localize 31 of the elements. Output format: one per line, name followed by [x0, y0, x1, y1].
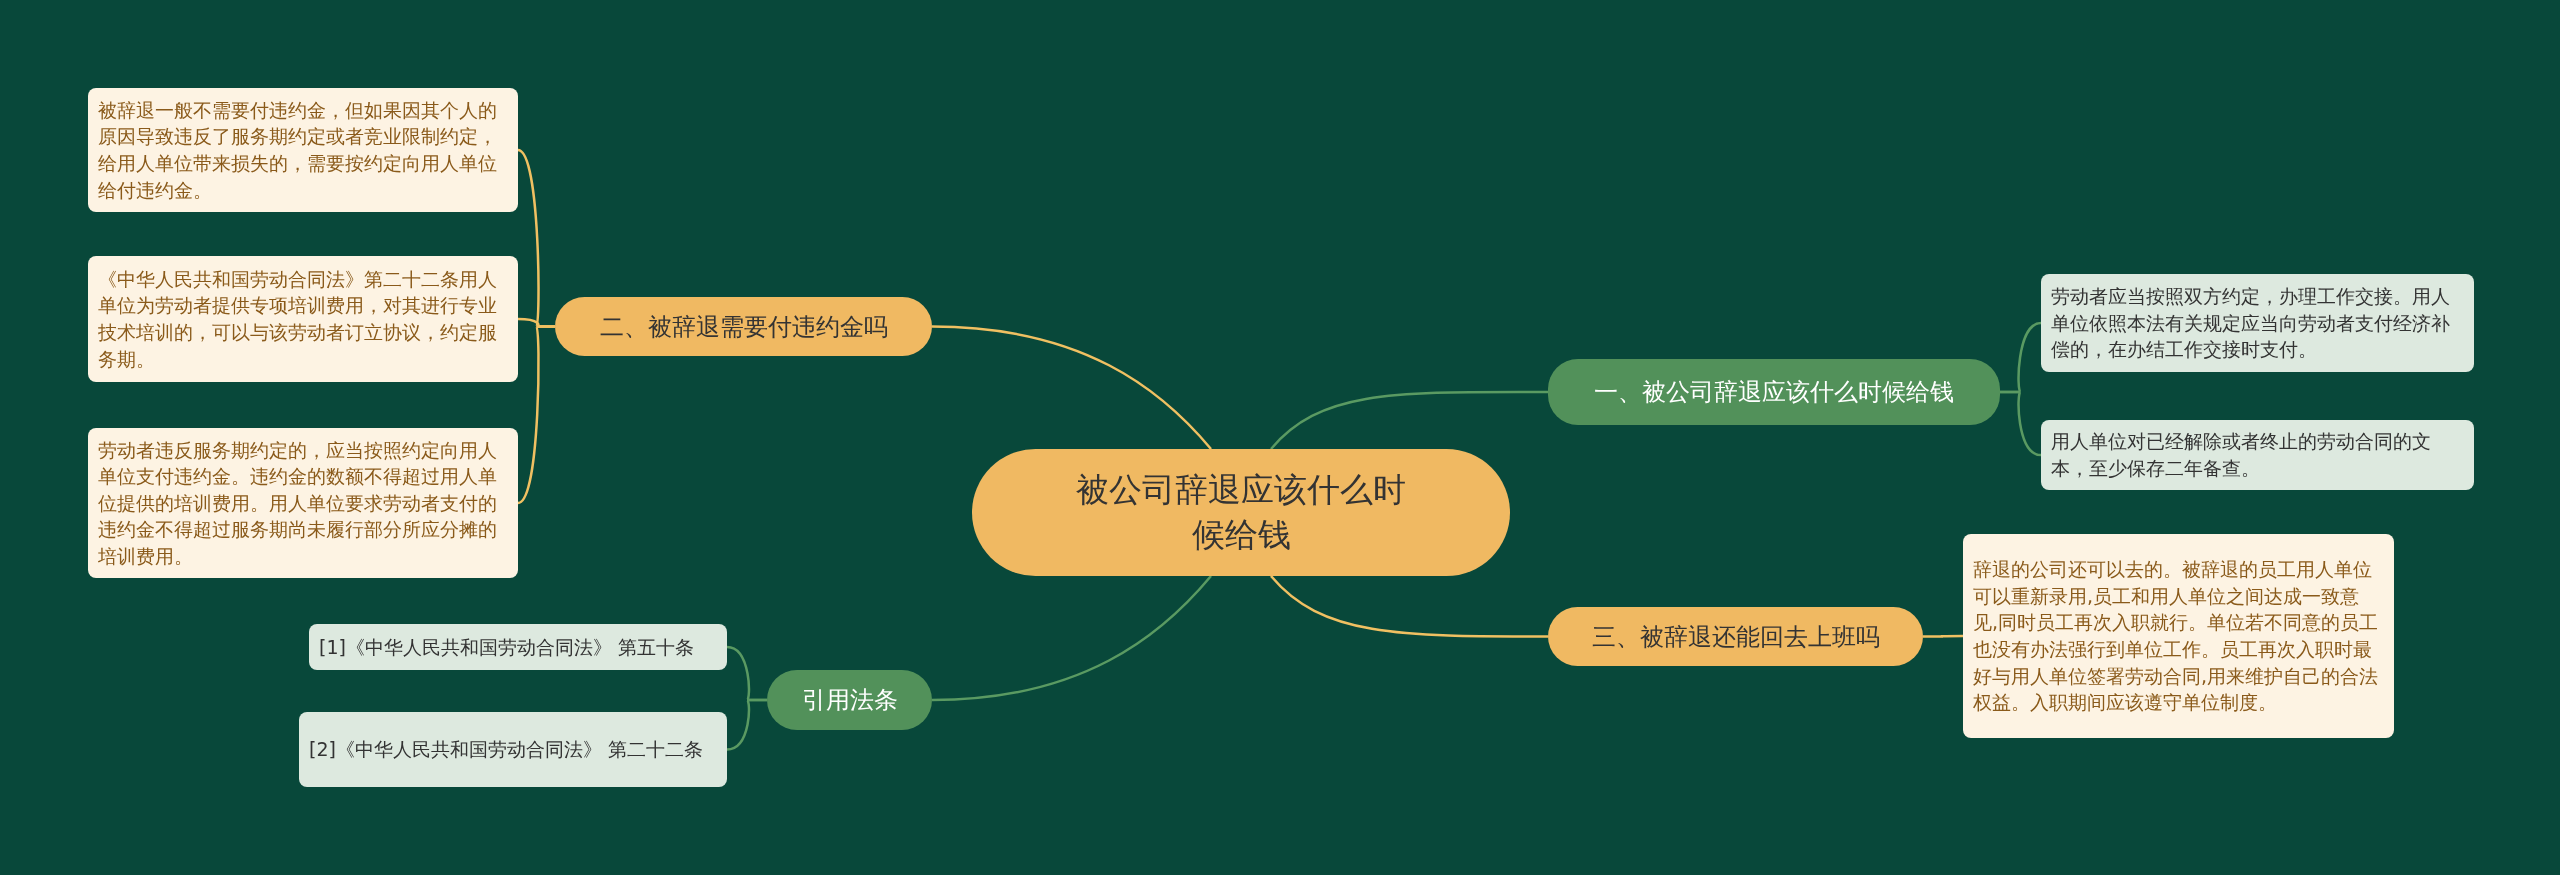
- node-text: 用人单位对已经解除或者终止的劳动合同的文本，至少保存二年备查。: [2051, 429, 2432, 481]
- note-card: [299, 712, 727, 787]
- node-text: 一、被公司辞退应该什么时候给钱: [1594, 377, 1954, 408]
- node-text: 被辞退一般不需要付违约金，但如果因其个人的原因导致违反了服务期约定或者竞业限制约定，给用人单位带来损失的，需要按约定向用人单位给付违约金。: [98, 97, 498, 203]
- node-text: [2]《中华人民共和国劳动合同法》 第二十二条: [309, 737, 703, 763]
- connector-line: [1270, 575, 1548, 638]
- note-card: [88, 88, 518, 212]
- connector-line: [517, 325, 555, 505]
- note-card: [2041, 420, 2474, 490]
- node-text: 《中华人民共和国劳动合同法》第二十二条用人单位为劳动者提供专项培训费用，对其进行专业技术培训的，可以与该劳动者订立协议，约定服务期。: [98, 266, 498, 372]
- node-text: 引用法条: [801, 685, 898, 716]
- node-text: [1]《中华人民共和国劳动合同法》 第五十条: [319, 634, 694, 660]
- node-text: 劳动者应当按照双方约定，办理工作交接。用人单位依照本法有关规定应当向劳动者支付经济补偿的，在办结工作交接时支付。: [2051, 284, 2451, 363]
- connector-line: [1923, 634, 1963, 638]
- connector-line: [931, 575, 1212, 702]
- note-card: [1963, 534, 2394, 738]
- node-text: 辞退的公司还可以去的。被辞退的员工用人单位可以重新录用,员工和用人单位之间达成一致意见,同时员工再次入职就行。单位若不同意的员工也没有办法强行到单位工作。员工再次入职时最好与用人单位签署劳动合同,用来维护自己的合法权益。入职期间应该遵守单位制度。: [1973, 557, 2380, 716]
- branch-topic: [1548, 359, 2000, 425]
- connector-line: [931, 325, 1212, 450]
- connector-line: [726, 698, 767, 751]
- note-card: [2041, 274, 2474, 372]
- node-text: 劳动者违反服务期约定的，应当按照约定向用人单位支付违约金。违约金的数额不得超过用人单位提供的培训费用。用人单位要求劳动者支付的违约金不得超过服务期尚未履行部分所应分摊的培训费用。: [98, 437, 498, 569]
- node-text: 三、被辞退还能回去上班吗: [1591, 621, 1880, 653]
- node-text: 被公司辞退应该什么时候给钱: [1075, 468, 1407, 556]
- note-card: [309, 624, 727, 670]
- note-card: [88, 428, 518, 578]
- connector-line: [1270, 390, 1548, 450]
- note-card: [88, 256, 518, 382]
- connector-line: [2000, 390, 2042, 457]
- node-text: 二、被辞退需要付违约金吗: [599, 311, 888, 343]
- branch-topic: [767, 670, 932, 730]
